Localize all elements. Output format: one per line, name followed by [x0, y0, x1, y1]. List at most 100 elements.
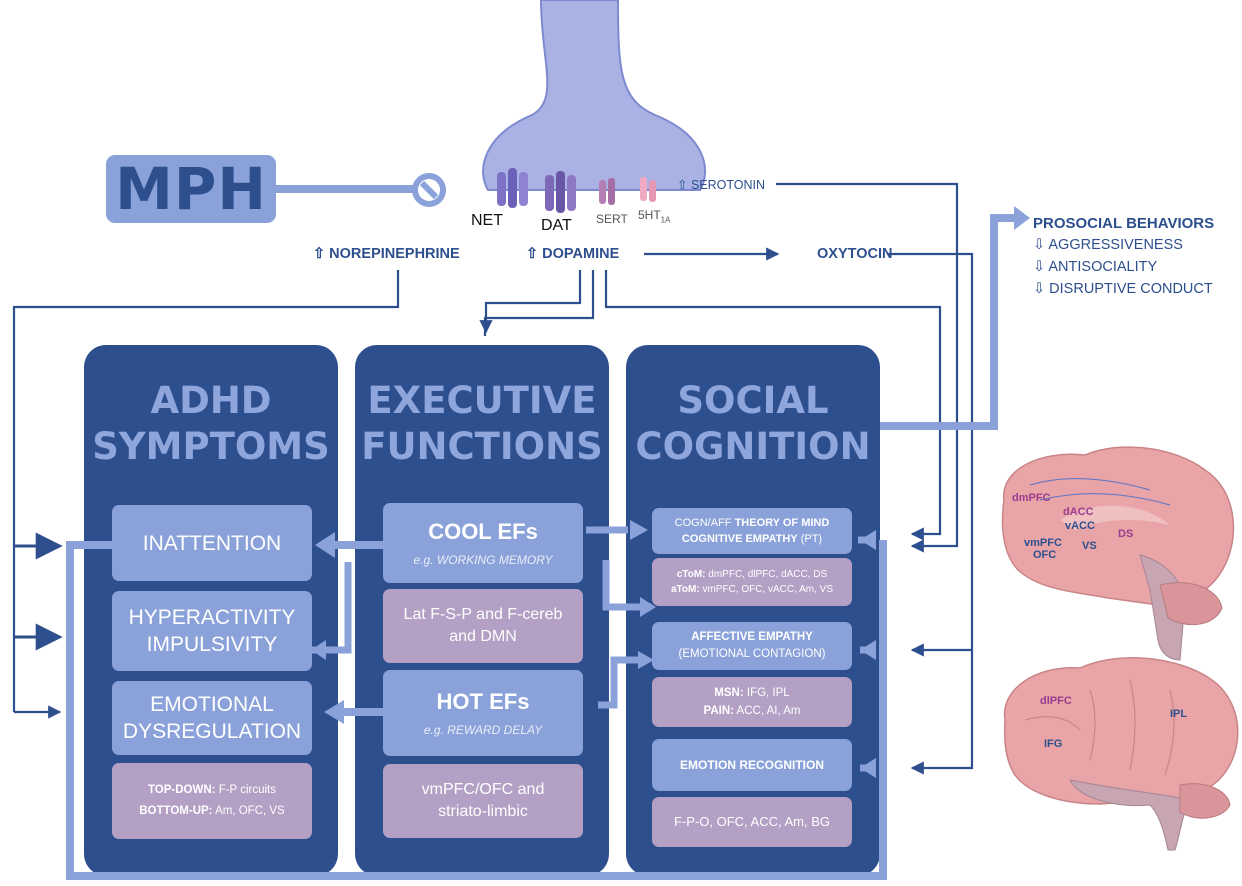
serotonin-label: ⇧ SEROTONIN — [677, 178, 766, 192]
social-title-line1: SOCIAL — [677, 379, 829, 422]
pain-value: ACC, AI, Am — [736, 705, 801, 717]
mph-label: MPH — [115, 155, 267, 223]
adhd-title-line2: SYMPTOMS — [92, 425, 330, 468]
brain-label-ds: DS — [1118, 528, 1134, 540]
hot-regions-line1: vmPFC/OFC and — [421, 781, 545, 798]
emotional-dysregulation-box: EMOTIONAL DYSREGULATION — [112, 681, 312, 755]
cool-efs-regions-box: Lat F-S-P and F-cereb and DMN — [383, 589, 583, 663]
cool-regions-line1: Lat F-S-P and F-cereb — [403, 606, 563, 623]
prosocial-item: ⇩ DISRUPTIVE CONDUCT — [1033, 281, 1213, 297]
cool-efs-box: COOL EFs e.g. WORKING MEMORY — [383, 503, 583, 583]
affective-sub: (EMOTIONAL CONTAGION) — [678, 648, 826, 660]
hyperactivity-box: HYPERACTIVITY IMPULSIVITY — [112, 591, 312, 671]
ctom-line: cToM: dmPFC, dlPFC, dACC, DS — [677, 567, 827, 582]
prosocial-item: ⇩ ANTISOCIALITY — [1033, 259, 1158, 275]
affective-empathy-box: AFFECTIVE EMPATHY (EMOTIONAL CONTAGION) — [652, 622, 852, 670]
brain-label-vs: VS — [1082, 540, 1097, 552]
brain-label-vacc: vACC — [1065, 520, 1095, 532]
ctom-label: cToM: — [676, 569, 706, 580]
top-down-label: TOP-DOWN: — [147, 784, 216, 796]
emotional-label: EMOTIONAL — [150, 693, 274, 716]
theory-of-mind-box: COGN/AFF THEORY OF MIND COGNITIVE EMPATH… — [652, 508, 852, 554]
recognition-regions-box: F-P-O, OFC, ACC, Am, BG — [652, 797, 852, 847]
recognition-regions: F-P-O, OFC, ACC, Am, BG — [673, 814, 830, 829]
msn-value: IFG, IPL — [746, 687, 790, 699]
bottom-up-value: Am, OFC, VS — [215, 805, 285, 817]
bottom-up-label: BOTTOM-UP: — [139, 805, 213, 817]
brain-label-dacc: dACC — [1063, 506, 1094, 518]
cool-regions-line2: and DMN — [449, 628, 517, 645]
emotion-recognition-box: EMOTION RECOGNITION — [652, 739, 852, 791]
mph-box — [106, 155, 276, 223]
hyperactivity-label: HYPERACTIVITY — [128, 606, 296, 629]
atom-line: aToM: vmPFC, OFC, vACC, Am, VS — [671, 582, 833, 597]
inattention-box: INATTENTION — [112, 505, 312, 581]
msn-label: MSN: — [714, 687, 744, 699]
adhd-title-line1: ADHD — [150, 379, 272, 422]
5ht1a-label: 5HT1A — [638, 208, 670, 224]
dopamine-label: ⇧ DOPAMINE — [526, 246, 620, 262]
brain-label-dmpfc: dmPFC — [1012, 492, 1051, 504]
top-down-value: F-P circuits — [218, 784, 276, 796]
hot-efs-box: HOT EFs e.g. REWARD DELAY — [383, 670, 583, 756]
sert-label: SERT — [596, 212, 628, 226]
5ht-sub: 1A — [660, 215, 671, 225]
bottom-up-line: BOTTOM-UP: Am, OFC, VS — [139, 803, 284, 820]
cool-efs-title: COOL EFs — [428, 519, 538, 544]
tom-prefix: COGN/AFF — [674, 517, 732, 529]
tom-line1: COGN/AFF THEORY OF MIND — [675, 515, 830, 531]
executive-title-line2: FUNCTIONS — [361, 425, 603, 468]
5ht1a-receptor-icon — [640, 177, 656, 202]
net-receptor-icon — [497, 168, 528, 208]
oxytocin-label: OXYTOCIN — [817, 246, 893, 262]
recognition-title: EMOTION RECOGNITION — [680, 757, 824, 772]
sert-receptor-icon — [599, 178, 615, 205]
prosocial-item: ⇩ AGGRESSIVENESS — [1033, 237, 1183, 253]
norepinephrine-label: ⇧ NOREPINEPHRINE — [313, 246, 460, 262]
ctom-value: dmPFC, dlPFC, dACC, DS — [708, 569, 828, 580]
hot-regions-line2: striato-limbic — [438, 803, 528, 820]
prosocial-title: PROSOCIAL BEHAVIORS — [1033, 215, 1215, 232]
cognitive-empathy-label: COGNITIVE EMPATHY — [681, 533, 798, 545]
pain-line: PAIN: ACC, AI, Am — [704, 702, 801, 720]
net-label: NET — [471, 212, 503, 229]
dat-label: DAT — [541, 217, 572, 234]
hot-efs-example: e.g. REWARD DELAY — [423, 723, 543, 737]
top-down-line: TOP-DOWN: F-P circuits — [148, 782, 276, 799]
tom-line2: COGNITIVE EMPATHY (PT) — [682, 531, 822, 547]
brain-label-dlpfc: dlPFC — [1040, 695, 1072, 707]
dat-receptor-icon — [545, 171, 576, 213]
cool-efs-example: e.g. WORKING MEMORY — [413, 553, 553, 567]
impulsivity-label: IMPULSIVITY — [146, 633, 278, 656]
executive-title-line1: EXECUTIVE — [367, 379, 597, 422]
tom-regions-box: cToM: dmPFC, dlPFC, dACC, DS aToM: vmPFC… — [652, 558, 852, 606]
brain-label-ifg: IFG — [1044, 738, 1063, 750]
brain-label-ofc: OFC — [1033, 549, 1057, 561]
prosocial-panel: PROSOCIAL BEHAVIORS ⇩ AGGRESSIVENESS ⇩ A… — [1033, 213, 1214, 300]
hot-efs-title: HOT EFs — [436, 689, 530, 714]
brain-label-vmpfc: vmPFC — [1024, 537, 1062, 549]
msn-line: MSN: IFG, IPL — [714, 684, 789, 702]
atom-label: aToM: — [670, 584, 700, 595]
inattention-label: INATTENTION — [142, 531, 282, 555]
pt-label: (PT) — [800, 533, 823, 545]
atom-value: vmPFC, OFC, vACC, Am, VS — [702, 584, 834, 595]
hot-efs-regions-box: vmPFC/OFC and striato-limbic — [383, 764, 583, 838]
pain-label: PAIN: — [703, 705, 734, 717]
tom-bold: THEORY OF MIND — [734, 517, 830, 529]
social-title-line2: COGNITION — [635, 425, 871, 468]
affective-title: AFFECTIVE EMPATHY — [691, 631, 813, 643]
brain-medial-icon — [1001, 446, 1235, 661]
affective-regions-box: MSN: IFG, IPL PAIN: ACC, AI, Am — [652, 677, 852, 727]
brain-label-ipl: IPL — [1170, 708, 1188, 720]
adhd-circuits-box: TOP-DOWN: F-P circuits BOTTOM-UP: Am, OF… — [112, 763, 312, 839]
brain-lateral-icon — [1003, 657, 1239, 851]
dysregulation-label: DYSREGULATION — [122, 720, 302, 743]
5ht-main: 5HT — [638, 208, 661, 222]
